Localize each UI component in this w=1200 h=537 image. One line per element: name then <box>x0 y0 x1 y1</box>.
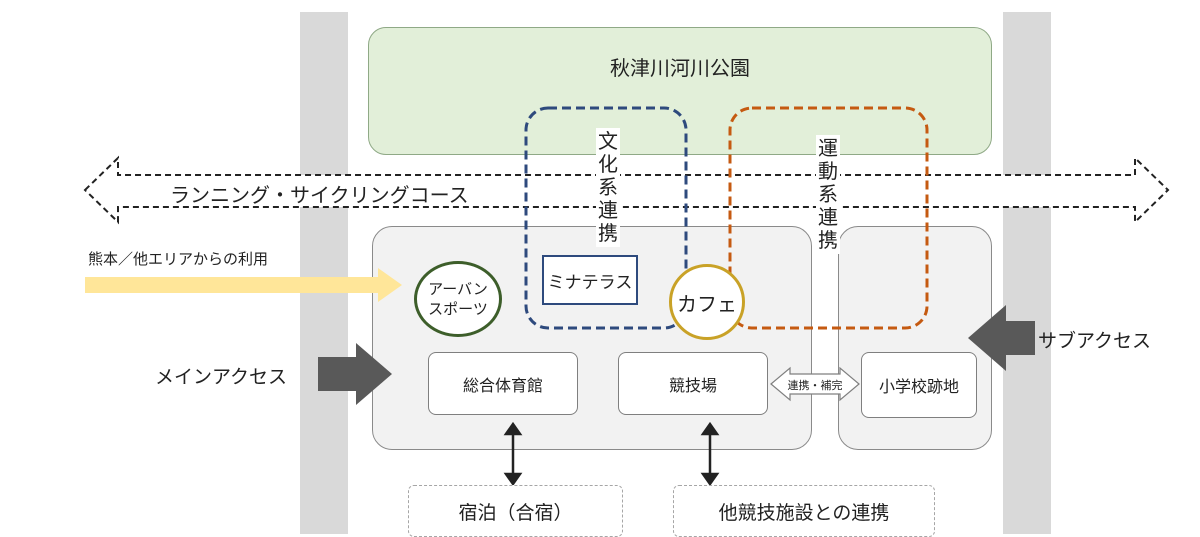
gym-box: 総合体育館 <box>428 352 578 415</box>
school-site-box: 小学校跡地 <box>861 352 977 418</box>
main-access-arrow <box>318 343 392 405</box>
cultural-char: 系 <box>598 175 618 199</box>
cultural-char: 文 <box>598 129 618 153</box>
stadium-box: 競技場 <box>618 352 768 415</box>
lodging-box: 宿泊（合宿） <box>408 485 623 537</box>
sports-char: 運 <box>818 136 838 160</box>
right-road <box>1003 12 1051 534</box>
inflow-arrow <box>85 268 402 302</box>
river-park-label: 秋津川河川公園 <box>610 56 750 80</box>
sports-char: 携 <box>818 228 838 252</box>
urban-sports-circle: アーバン スポーツ <box>414 261 502 337</box>
sports-linkage-box <box>728 106 929 330</box>
course-label: ランニング・サイクリングコース <box>170 183 469 207</box>
cultural-linkage-box <box>524 106 688 330</box>
minaterasu-box: ミナテラス <box>542 255 638 305</box>
sports-char: 動 <box>818 159 838 183</box>
cafe-circle: カフェ <box>669 264 745 340</box>
sports-char: 連 <box>818 205 838 229</box>
cultural-char: 化 <box>598 152 618 176</box>
link-label: 連携・補完 <box>787 379 843 392</box>
sports-char: 系 <box>818 182 838 206</box>
left-road <box>300 12 348 534</box>
urban-sports-line1: アーバン <box>428 280 488 298</box>
course-double-arrow <box>83 155 1170 225</box>
other-facilities-box: 他競技施設との連携 <box>673 485 935 537</box>
stadium-external-connector <box>700 421 720 487</box>
cultural-char: 携 <box>598 221 618 245</box>
cultural-char: 連 <box>598 198 618 222</box>
urban-sports-line2: スポーツ <box>428 300 488 318</box>
gym-lodging-connector <box>503 421 523 487</box>
link-double-arrow <box>770 366 860 402</box>
cultural-linkage-label: 文 化 系 連 携 <box>596 128 620 247</box>
sports-linkage-label: 運 動 系 連 携 <box>816 135 840 254</box>
inflow-label: 熊本／他エリアからの利用 <box>88 250 269 268</box>
sub-access-label: サブアクセス <box>1038 330 1152 352</box>
main-access-label: メインアクセス <box>155 366 288 388</box>
sub-access-arrow <box>968 305 1035 371</box>
river-park-area <box>368 27 992 155</box>
